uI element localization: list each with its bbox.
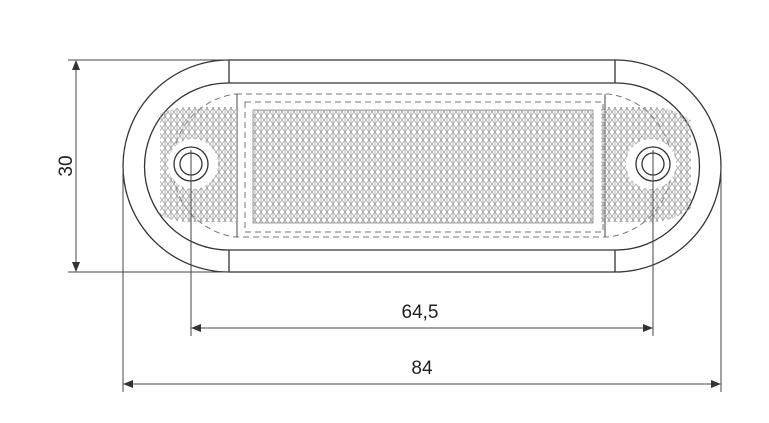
dimension-label-overall: 84 bbox=[411, 358, 433, 379]
mounting-hole-right-boss bbox=[626, 139, 676, 189]
mounting-hole-left-boss bbox=[168, 139, 218, 189]
dimension-label-hole-spacing: 64,5 bbox=[402, 302, 439, 323]
reflector-hatch-center bbox=[252, 109, 594, 224]
dimension-label-height: 30 bbox=[56, 155, 77, 176]
